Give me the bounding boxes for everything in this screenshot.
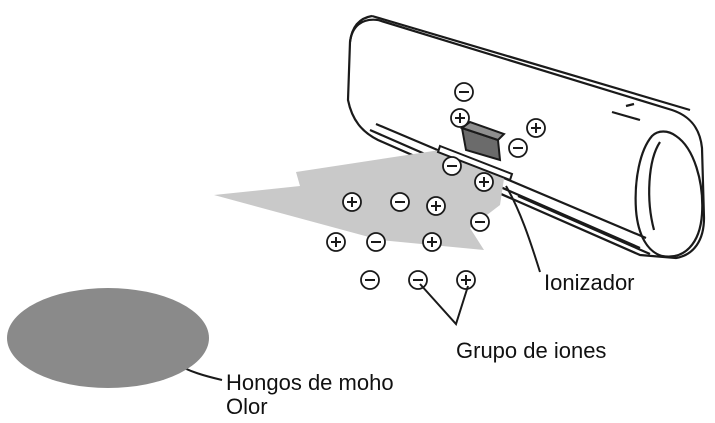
ionizer-module bbox=[436, 120, 514, 182]
negative-ion-icon bbox=[470, 212, 490, 232]
air-conditioner-unit bbox=[346, 14, 706, 260]
positive-ion-icon bbox=[422, 232, 442, 252]
odor-label: Olor bbox=[226, 394, 268, 419]
unit-top-corner bbox=[348, 14, 373, 43]
positive-ion-icon bbox=[474, 172, 494, 192]
negative-ion-icon bbox=[366, 232, 386, 252]
unit-outlet-slot bbox=[369, 128, 641, 250]
positive-ion-icon bbox=[342, 192, 362, 212]
unit-bottom-edge bbox=[517, 194, 651, 256]
positive-ion-icon bbox=[326, 232, 346, 252]
mold-label: Hongos de moho bbox=[226, 370, 394, 395]
ion-group-label: Grupo de iones bbox=[456, 338, 606, 363]
ion-group-leader-line bbox=[419, 283, 469, 326]
ionizer-leader-line bbox=[505, 185, 541, 273]
unit-front-face-inner bbox=[648, 141, 661, 231]
negative-ion-icon bbox=[408, 270, 428, 290]
unit-ridge bbox=[611, 110, 641, 122]
negative-ion-icon bbox=[454, 82, 474, 102]
negative-ion-icon bbox=[390, 192, 410, 212]
negative-ion-icon bbox=[508, 138, 528, 158]
positive-ion-icon bbox=[456, 270, 476, 290]
negative-ion-icon bbox=[360, 270, 380, 290]
ionizer-plate bbox=[436, 144, 514, 182]
ion-group bbox=[326, 82, 546, 290]
unit-ridge bbox=[625, 102, 635, 108]
mold-spot bbox=[7, 288, 209, 388]
unit-outlet-slot bbox=[375, 122, 647, 240]
positive-ion-icon bbox=[426, 196, 446, 216]
unit-top-edge bbox=[371, 14, 691, 112]
unit-body bbox=[346, 18, 706, 260]
negative-ion-icon bbox=[442, 156, 462, 176]
ionizer-label: Ionizador bbox=[544, 270, 635, 295]
positive-ion-icon bbox=[450, 108, 470, 128]
positive-ion-icon bbox=[526, 118, 546, 138]
